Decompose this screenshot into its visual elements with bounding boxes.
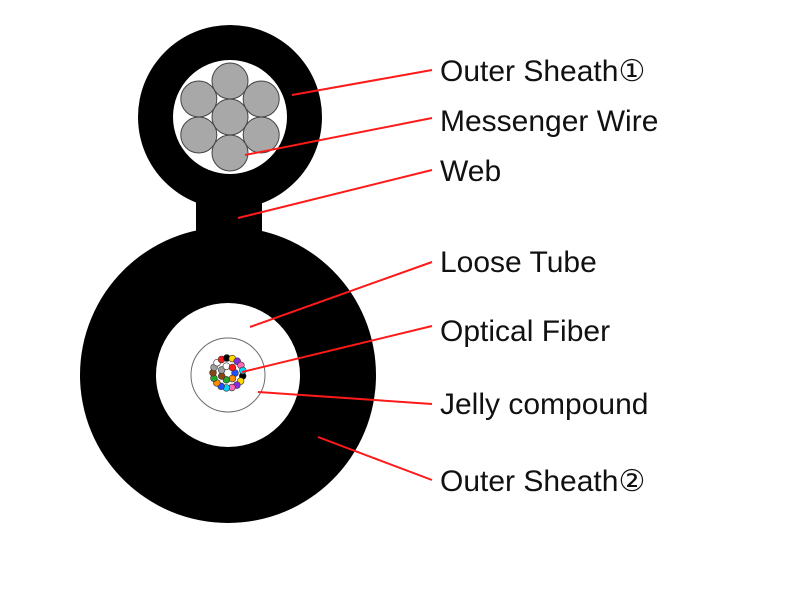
messenger-assembly	[138, 25, 322, 209]
messenger-wire-strand	[242, 80, 280, 118]
jelly-compound-boundary	[190, 337, 266, 413]
messenger-wire-strand	[180, 116, 218, 154]
labels: Outer Sheath① Messenger Wire Web Loose T…	[440, 55, 658, 498]
label-web: Web	[440, 155, 501, 188]
leader-loose-tube	[249, 261, 433, 328]
optical-fiber	[228, 363, 237, 372]
leader-web	[237, 169, 433, 219]
messenger-wire-strand	[242, 116, 280, 154]
optical-fiber-bundle	[209, 354, 247, 392]
messenger-wire-strand	[211, 134, 249, 172]
leader-messenger-wire	[244, 117, 433, 156]
main-cable-assembly	[80, 227, 376, 523]
optical-fiber	[228, 374, 237, 383]
label-optical-fiber: Optical Fiber	[440, 315, 610, 348]
leader-outer-sheath-2	[317, 436, 433, 481]
messenger-wire-strand	[211, 98, 249, 136]
leader-jelly-compound	[257, 391, 433, 405]
messenger-wire-strand	[180, 80, 218, 118]
label-outer-sheath-2: Outer Sheath②	[440, 465, 645, 498]
messenger-wire-strands	[180, 62, 280, 172]
label-outer-sheath-1: Outer Sheath①	[440, 55, 645, 88]
messenger-wire-strand	[211, 62, 249, 100]
label-loose-tube: Loose Tube	[440, 246, 597, 279]
leader-optical-fiber	[241, 325, 433, 373]
leader-lines	[237, 69, 433, 481]
label-messenger-wire: Messenger Wire	[440, 105, 658, 138]
label-jelly-compound: Jelly compound	[440, 388, 648, 421]
optical-fiber	[222, 362, 231, 370]
leader-outer-sheath-1	[291, 69, 433, 96]
